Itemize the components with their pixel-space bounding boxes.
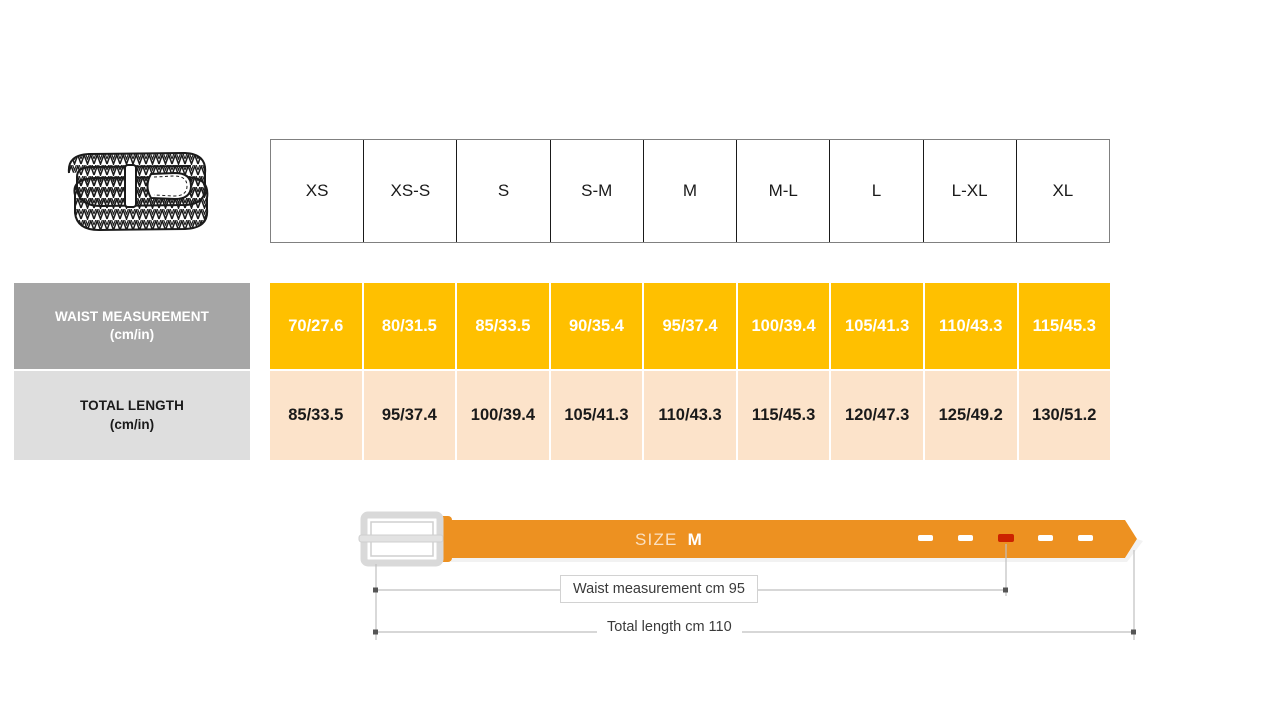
belt-hole xyxy=(1038,535,1053,541)
table-cell: 70/27.6 xyxy=(270,283,364,369)
braided-belt-icon xyxy=(55,143,217,241)
belt-hole xyxy=(1078,535,1093,541)
table-cell: 120/47.3 xyxy=(831,371,925,460)
waist-measurement-row: 70/27.6 80/31.5 85/33.5 90/35.4 95/37.4 … xyxy=(270,283,1111,369)
table-cell: 90/35.4 xyxy=(550,283,645,369)
table-cell: 95/37.4 xyxy=(644,283,738,369)
table-cell: 85/33.5 xyxy=(457,283,551,369)
waist-label-line1: WAIST MEASUREMENT xyxy=(55,308,209,324)
table-cell: 85/33.5 xyxy=(270,371,364,460)
waist-measurement-dimension-label: Waist measurement cm 95 xyxy=(560,575,758,603)
buckle-prong xyxy=(358,534,444,543)
table-cell: 105/41.3 xyxy=(550,371,645,460)
belt-hole xyxy=(958,535,973,541)
total-length-row: 85/33.5 95/37.4 100/39.4 105/41.3 110/43… xyxy=(270,371,1111,460)
size-header-cell: XS-S xyxy=(364,140,458,242)
table-cell: 105/41.3 xyxy=(831,283,925,369)
size-header-cell: M xyxy=(643,140,738,242)
total-length-dimension-label: Total length cm 110 xyxy=(597,616,742,638)
size-header-cell: M-L xyxy=(737,140,831,242)
size-header-cell: L xyxy=(830,140,924,242)
size-header-cell: S-M xyxy=(550,140,644,242)
table-cell: 125/49.2 xyxy=(924,371,1019,460)
belt-hole xyxy=(918,535,933,541)
total-label-line1: TOTAL LENGTH xyxy=(80,398,184,414)
size-header-cell: XS xyxy=(271,140,365,242)
size-header-cell: XL xyxy=(1016,140,1109,242)
table-cell: 100/39.4 xyxy=(457,371,551,460)
table-cell: 110/43.3 xyxy=(644,371,738,460)
table-cell: 130/51.2 xyxy=(1018,371,1111,460)
size-header-cell: L-XL xyxy=(923,140,1017,242)
waist-measurement-label: WAIST MEASUREMENT (cm/in) xyxy=(14,283,250,369)
size-header-cell: S xyxy=(457,140,551,242)
total-length-label: TOTAL LENGTH (cm/in) xyxy=(14,371,250,460)
belt-hole-highlighted xyxy=(998,534,1014,542)
table-cell: 80/31.5 xyxy=(363,283,458,369)
belt-strap xyxy=(451,520,1137,558)
waist-label-line2: (cm/in) xyxy=(109,327,155,342)
table-cell: 110/43.3 xyxy=(924,283,1019,369)
table-cell: 100/39.4 xyxy=(737,283,832,369)
size-header-table: XS XS-S S S-M M M-L L L-XL XL xyxy=(270,139,1110,243)
total-label-line2: (cm/in) xyxy=(109,416,155,432)
table-cell: 115/45.3 xyxy=(737,371,832,460)
table-cell: 95/37.4 xyxy=(363,371,458,460)
table-cell: 115/45.3 xyxy=(1018,283,1111,369)
